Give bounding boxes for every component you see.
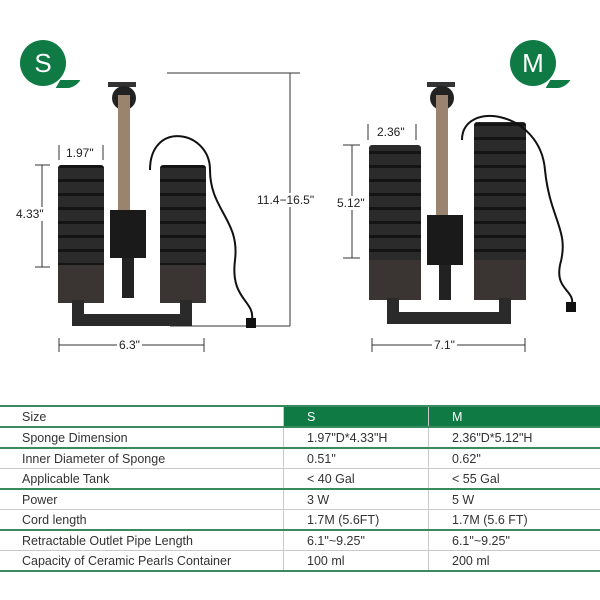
table-row: Cord length 1.7M (5.6FT) 1.7M (5.6 FT) (0, 509, 600, 531)
row-m: 200 ml (428, 550, 600, 572)
row-m: < 55 Gal (428, 468, 600, 490)
size-badge-s: S (20, 40, 66, 86)
medium-sponge-height-label: 5.12" (335, 196, 367, 210)
table-row: Power 3 W 5 W (0, 489, 600, 510)
spec-table: Size S M Sponge Dimension 1.97"D*4.33"H … (0, 405, 600, 572)
row-m: 0.62" (428, 448, 600, 469)
filter-medium (369, 82, 576, 324)
row-m: 6.1"~9.25" (428, 530, 600, 551)
row-label: Capacity of Ceramic Pearls Container (0, 550, 284, 572)
table-row: Inner Diameter of Sponge 0.51" 0.62" (0, 448, 600, 469)
overall-height-label: 11.4−16.5" (255, 193, 317, 207)
row-s: 6.1"~9.25" (283, 530, 429, 551)
table-row: Retractable Outlet Pipe Length 6.1"~9.25… (0, 530, 600, 551)
header-s: S (283, 405, 429, 428)
row-m: 1.7M (5.6 FT) (428, 509, 600, 531)
row-m: 5 W (428, 489, 600, 510)
row-s: 100 ml (283, 550, 429, 572)
filter-small (58, 82, 256, 328)
medium-base-width-label: 7.1" (432, 338, 457, 352)
row-label: Sponge Dimension (0, 427, 284, 449)
row-s: < 40 Gal (283, 468, 429, 490)
table-row: Capacity of Ceramic Pearls Container 100… (0, 550, 600, 572)
table-row: Applicable Tank < 40 Gal < 55 Gal (0, 468, 600, 490)
size-badge-m: M (510, 40, 556, 86)
row-label: Cord length (0, 509, 284, 531)
row-s: 1.7M (5.6FT) (283, 509, 429, 531)
row-label: Inner Diameter of Sponge (0, 448, 284, 469)
row-m: 2.36"D*5.12"H (428, 427, 600, 449)
row-label: Retractable Outlet Pipe Length (0, 530, 284, 551)
table-header-row: Size S M (0, 405, 600, 428)
row-s: 0.51" (283, 448, 429, 469)
small-base-width-label: 6.3" (117, 338, 142, 352)
row-label: Applicable Tank (0, 468, 284, 490)
table-row: Sponge Dimension 1.97"D*4.33"H 2.36"D*5.… (0, 427, 600, 449)
dimension-lines (35, 72, 526, 352)
product-illustration (35, 72, 576, 352)
row-s: 1.97"D*4.33"H (283, 427, 429, 449)
medium-sponge-width-label: 2.36" (375, 125, 407, 139)
small-sponge-height-label: 4.33" (14, 207, 46, 221)
header-m: M (428, 405, 600, 428)
header-label: Size (0, 405, 284, 428)
row-s: 3 W (283, 489, 429, 510)
row-label: Power (0, 489, 284, 510)
small-sponge-width-label: 1.97" (64, 146, 96, 160)
